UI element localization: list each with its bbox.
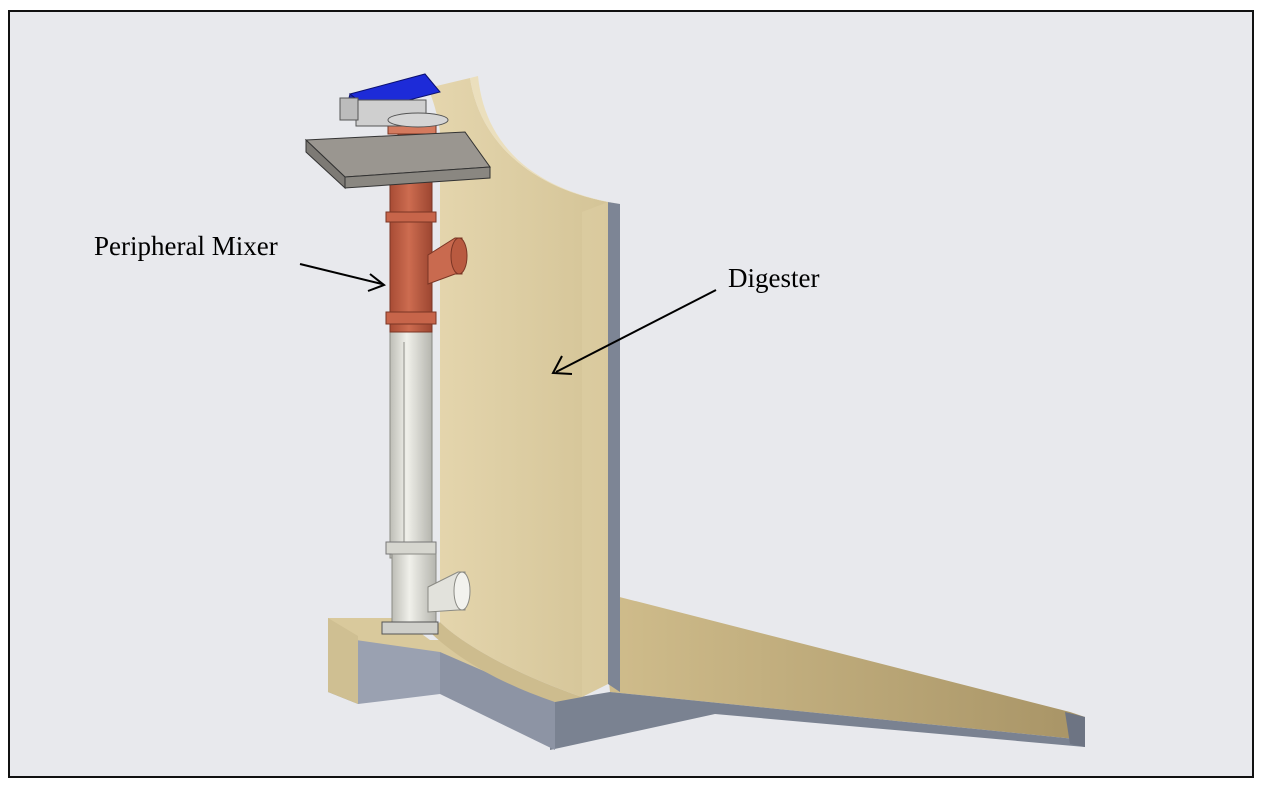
floor-slab xyxy=(550,592,1085,750)
foundation-base xyxy=(328,618,555,750)
digester-illustration xyxy=(299,73,1085,750)
mixer-arrow-icon xyxy=(299,263,387,292)
peripheral-mixer-label: Peripheral Mixer xyxy=(94,231,278,261)
lower-pipe xyxy=(381,329,471,635)
digester-arrow-icon xyxy=(551,289,717,375)
digester-label: Digester xyxy=(728,263,820,293)
mounting-platform xyxy=(304,131,491,190)
diagram-frame: Peripheral Mixer Digester xyxy=(8,10,1254,778)
drive-unit xyxy=(339,73,449,128)
digester-wall xyxy=(428,76,620,702)
